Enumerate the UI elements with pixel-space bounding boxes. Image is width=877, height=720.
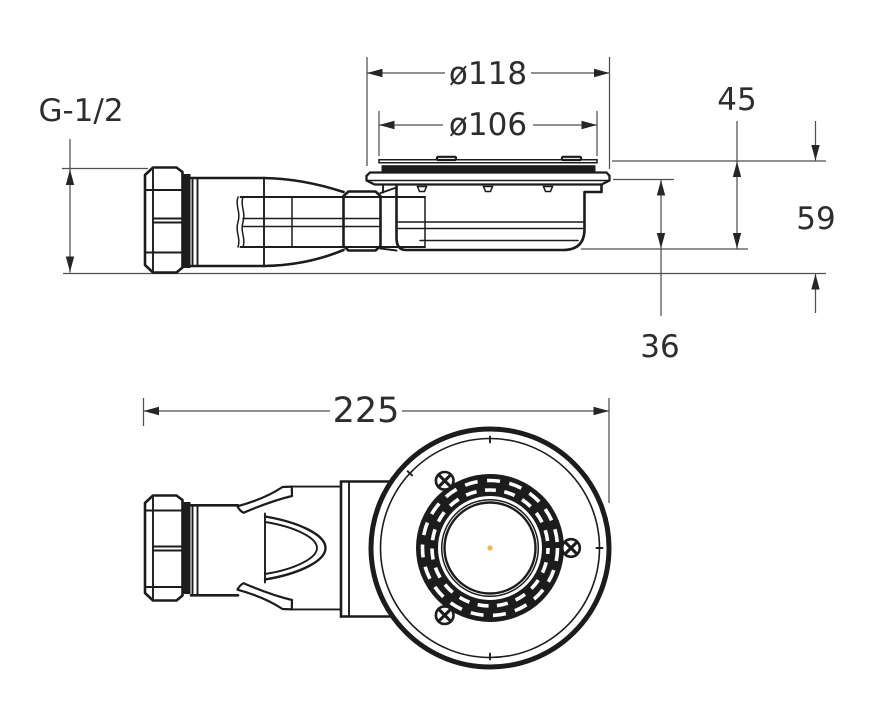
bottom-view — [143, 426, 612, 670]
dimension-depth-36: 36 — [581, 178, 748, 365]
thread-label: G-1/2 — [38, 93, 123, 129]
fixing-screw-side — [542, 185, 554, 193]
inlet-pipe-side — [189, 176, 345, 268]
height-45-label: 45 — [717, 82, 756, 118]
swivel-clamp — [236, 485, 342, 611]
gasket-band-bottom — [183, 502, 191, 594]
dimension-thread: G-1/2 — [38, 93, 148, 273]
fixing-screw-side — [416, 185, 428, 193]
cartridge-side — [236, 196, 426, 248]
trap-body-side — [395, 183, 603, 252]
dimension-height-45: 45 — [612, 82, 826, 249]
arrow-up-icon — [732, 161, 742, 177]
arrow-right-icon — [593, 406, 609, 416]
center-dot — [487, 545, 493, 551]
screw-head — [434, 470, 455, 491]
arrow-up-icon — [65, 169, 75, 185]
screw-ring — [416, 474, 564, 622]
strainer-diameter-label: ø106 — [449, 107, 527, 143]
fixing-screw-side — [482, 185, 494, 193]
arrow-down-icon — [65, 256, 75, 272]
side-view — [63, 155, 826, 275]
strainer-cap-side — [378, 155, 598, 172]
dimension-length-225: 225 — [142, 391, 610, 503]
outlet-block — [339, 480, 394, 618]
dimension-flange-diameter: ø118 — [366, 56, 611, 169]
arrow-right-icon — [594, 68, 610, 78]
arrow-down-icon — [732, 233, 742, 249]
flange-ring-side — [365, 171, 611, 186]
flange-circle — [368, 426, 612, 670]
arrow-down-icon — [811, 145, 820, 161]
tick-mark — [406, 470, 414, 477]
screw-head — [560, 537, 582, 559]
arrow-down-icon — [656, 233, 666, 249]
length-225-label: 225 — [333, 391, 400, 431]
arrow-left-icon — [367, 68, 383, 78]
depth-36-label: 36 — [640, 329, 679, 365]
arrow-right-icon — [581, 120, 597, 130]
height-59-label: 59 — [796, 201, 835, 237]
union-nut-side — [342, 183, 398, 252]
compression-nut-side — [143, 166, 184, 274]
flange-diameter-label: ø118 — [449, 56, 527, 92]
membrane-dome — [440, 498, 540, 598]
gasket-band-side — [183, 174, 191, 268]
arrow-up-icon — [811, 274, 820, 290]
dimension-strainer-diameter: ø106 — [378, 107, 598, 156]
dimension-height-59: 59 — [796, 121, 836, 313]
screw-head — [434, 605, 455, 626]
arrow-up-icon — [656, 180, 666, 196]
cap-gasket-band — [381, 165, 596, 172]
inlet-pipe-bottom — [189, 503, 240, 597]
compression-nut-bottom — [143, 494, 184, 602]
arrow-left-icon — [143, 406, 159, 416]
arrow-left-icon — [379, 120, 395, 130]
